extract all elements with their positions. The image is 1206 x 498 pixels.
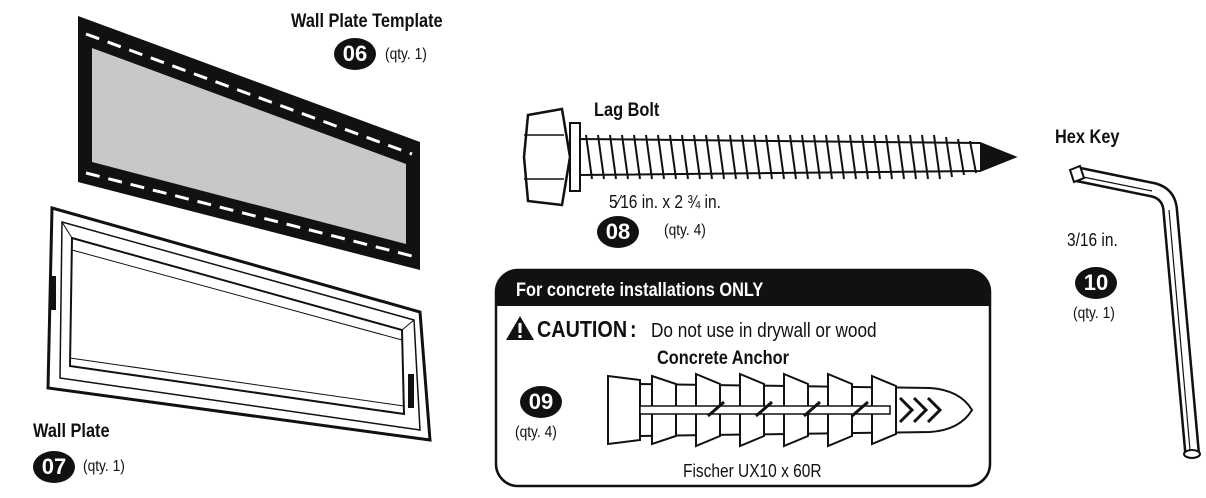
concrete-anchor-title: Concrete Anchor [657, 348, 789, 369]
caution-text: Do not use in drywall or wood [651, 320, 877, 342]
part-number-07-badge: 07 [33, 451, 75, 483]
part-number-08-badge: 08 [597, 216, 639, 248]
wall-plate-template-title: Wall Plate Template [291, 11, 443, 32]
wall-plate-title: Wall Plate [33, 421, 110, 442]
hex-key-qty: (qty. 1) [1073, 305, 1115, 322]
caution-colon: : [630, 316, 637, 342]
concrete-anchor-qty: (qty. 4) [515, 424, 557, 441]
wall-plate-template-illustration [78, 16, 420, 270]
wall-plate-template-qty: (qty. 1) [385, 46, 427, 63]
warning-triangle-icon [506, 316, 534, 340]
wall-plate-illustration [46, 206, 432, 442]
concrete-panel-header-text: For concrete installations ONLY [516, 280, 764, 301]
caution-label: CAUTION [537, 316, 628, 342]
part-number-06-badge: 06 [334, 38, 376, 70]
lag-bolt-qty: (qty. 4) [664, 222, 706, 239]
hex-key-size: 3/16 in. [1067, 230, 1118, 250]
hex-key-title: Hex Key [1055, 127, 1120, 148]
concrete-panel-header [497, 270, 989, 306]
wall-plate-qty: (qty. 1) [83, 458, 125, 475]
part-number-09-badge: 09 [520, 386, 562, 418]
concrete-anchor-illustration [607, 372, 974, 448]
lag-bolt-illustration [522, 107, 1018, 207]
lag-bolt-size: 5⁄16 in. x 2 ¾ in. [609, 192, 721, 212]
hex-key-illustration [1068, 164, 1201, 459]
part-number-10-badge: 10 [1075, 267, 1117, 299]
concrete-anchor-model: Fischer UX10 x 60R [683, 461, 822, 481]
lag-bolt-title: Lag Bolt [594, 100, 660, 121]
